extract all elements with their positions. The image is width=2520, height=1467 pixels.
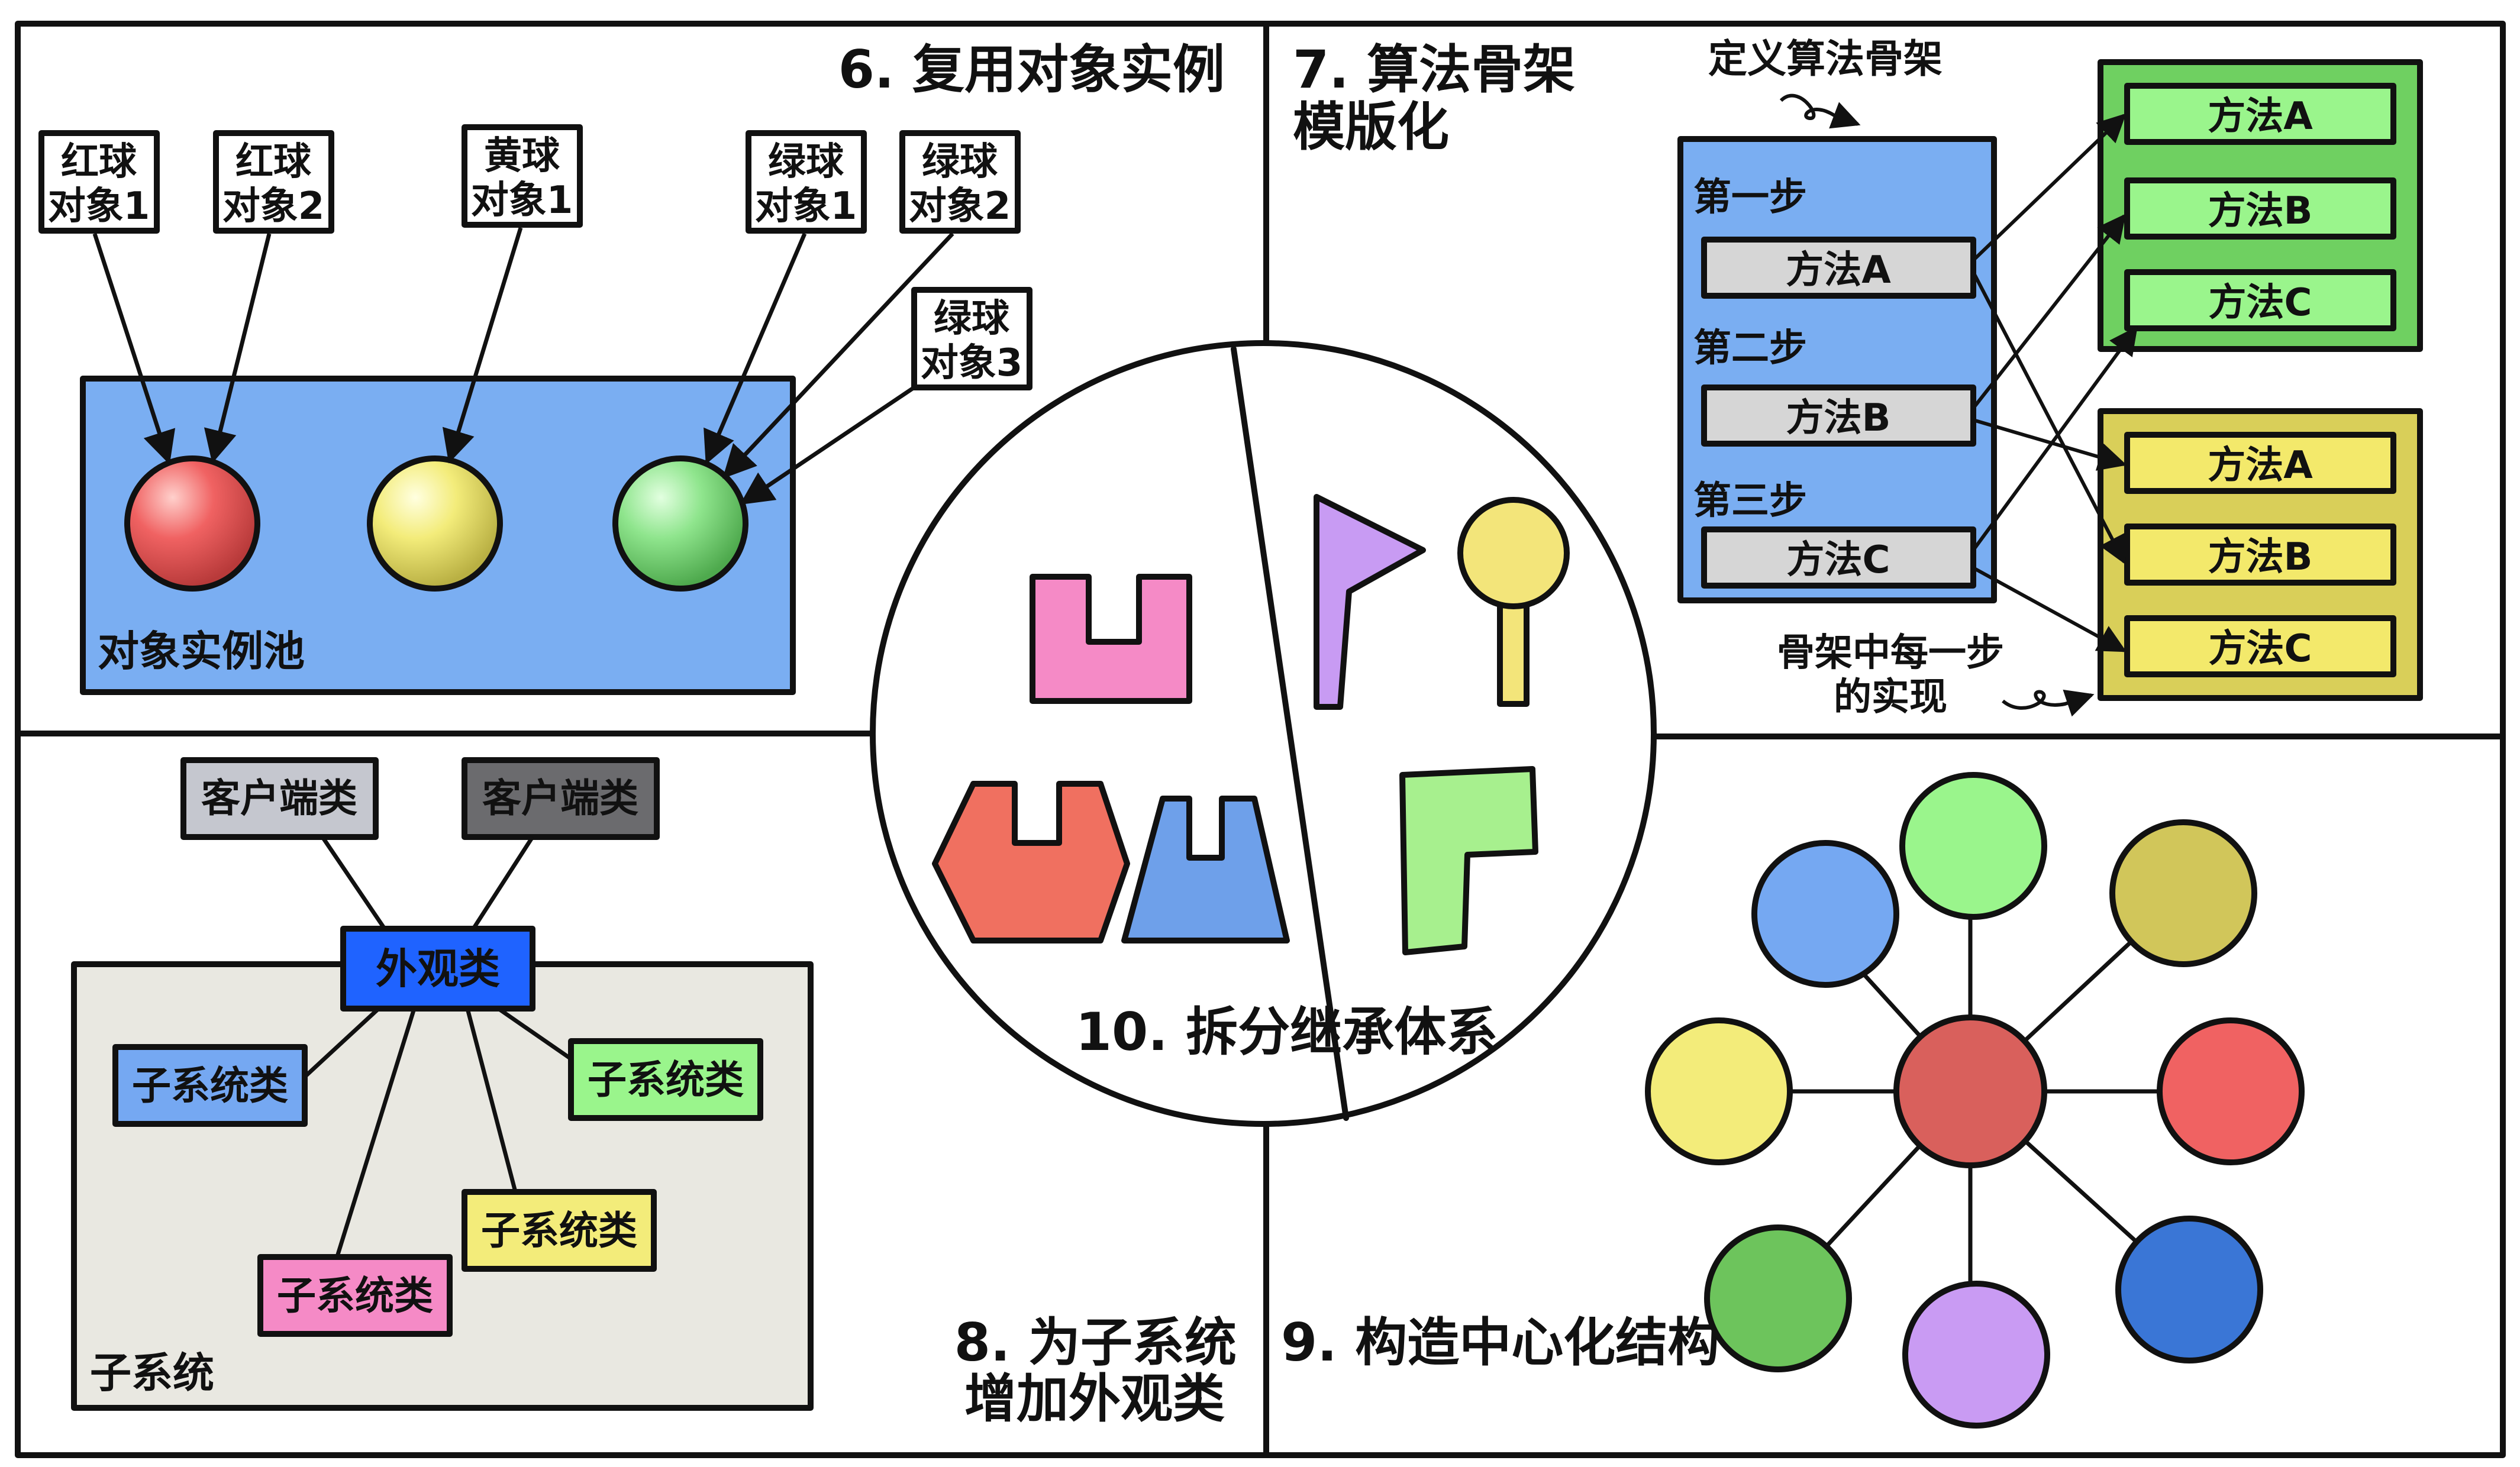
subsystem-class-blue-box xyxy=(112,1044,308,1127)
step1-label: 第一步 xyxy=(1693,176,1807,219)
step3-method: 方法C xyxy=(1787,538,1890,582)
impl1-method-a-box xyxy=(2124,83,2396,145)
label-yellow-ball-1: 黄球 对象1 xyxy=(462,124,583,228)
impl2-method-b-box xyxy=(2124,524,2396,586)
label-green-ball-3-line1: 绿球 xyxy=(934,297,1010,341)
subsystem-class-pink: 子系统类 xyxy=(277,1273,433,1319)
mediator-node-darkblue xyxy=(2115,1216,2263,1363)
impl-label-swirl xyxy=(2002,689,2095,717)
step3-label: 第三步 xyxy=(1693,479,1807,523)
mediator-node-red xyxy=(2157,1017,2305,1165)
split-line xyxy=(1231,346,1349,1121)
subsystem-area xyxy=(71,961,814,1411)
step3-method-box xyxy=(1701,526,1976,589)
impl2-method-a-box xyxy=(2124,432,2396,494)
panel7-title-line2: 模版化 xyxy=(1293,96,1449,157)
mediator-node-yellow xyxy=(1645,1017,1793,1165)
skeleton-box xyxy=(1677,136,1997,603)
step1-method: 方法A xyxy=(1786,248,1891,292)
green-l-shape xyxy=(1399,766,1538,955)
step1-method-box xyxy=(1701,237,1976,299)
facade-class-box xyxy=(340,926,535,1012)
mediator-center-node xyxy=(1893,1014,2047,1168)
define-skeleton-label: 定义算法骨架 xyxy=(1708,36,1943,82)
pink-u-outline xyxy=(1030,574,1192,704)
label-green-ball-1-line1: 绿球 xyxy=(768,140,844,184)
impl-label-line2: 的实现 xyxy=(1834,676,1947,719)
pool-label: 对象实例池 xyxy=(98,627,305,676)
panel10-title: 10. 拆分继承体系 xyxy=(1076,1001,1499,1062)
client-class-2-box xyxy=(462,757,660,840)
impl1-method-a: 方法A xyxy=(2208,95,2313,138)
label-green-ball-3-line2: 对象3 xyxy=(921,341,1023,385)
subsystem-class-yellow-box xyxy=(462,1189,657,1272)
step2-label: 第二步 xyxy=(1693,327,1807,370)
client-class-1: 客户端类 xyxy=(201,775,357,821)
blue-trapezoid-u-shape xyxy=(1121,796,1290,943)
label-red-ball-2: 红球 对象2 xyxy=(213,130,334,234)
label-red-ball-1: 红球 对象1 xyxy=(38,130,160,234)
subsystem-class-pink-box xyxy=(257,1254,453,1337)
impl1-method-b: 方法B xyxy=(2208,189,2313,233)
panel8-title-line1: 8. 为子系统 xyxy=(954,1312,1237,1373)
facade-class: 外观类 xyxy=(376,945,500,993)
mediator-node-darkgreen xyxy=(1704,1224,1852,1372)
label-green-ball-1-line2: 对象1 xyxy=(755,185,857,228)
subsystem-class-green-box xyxy=(568,1038,763,1121)
label-yellow-ball-1-line2: 对象1 xyxy=(471,179,573,222)
label-green-ball-2: 绿球 对象2 xyxy=(899,130,1021,234)
pool-arrows xyxy=(92,227,954,505)
impl2-method-a: 方法A xyxy=(2208,444,2313,487)
subsystem-class-blue: 子系统类 xyxy=(132,1063,288,1109)
subsystem-class-yellow: 子系统类 xyxy=(481,1208,637,1253)
mediator-node-green xyxy=(1899,772,2047,920)
label-red-ball-2-line1: 红球 xyxy=(235,140,312,184)
label-red-ball-1-line1: 红球 xyxy=(61,140,137,184)
purple-flag-shape xyxy=(1314,494,1426,710)
panel9-title: 9. 构造中心化结构 xyxy=(1281,1312,1719,1373)
client-class-1-box xyxy=(180,757,379,840)
step2-method: 方法B xyxy=(1786,396,1891,440)
subsystem-label: 子系统 xyxy=(90,1349,214,1397)
label-yellow-ball-1-line1: 黄球 xyxy=(484,134,560,178)
yellow-ball xyxy=(367,455,503,592)
impl2-method-c: 方法C xyxy=(2209,627,2312,671)
template-arrows xyxy=(1972,113,2138,652)
red-hexagon-u-shape xyxy=(932,781,1130,943)
facade-lines xyxy=(300,836,572,1267)
impl2-method-b: 方法B xyxy=(2208,535,2313,579)
impl-label-line1: 骨架中每一步 xyxy=(1777,631,2004,675)
mediator-node-blue xyxy=(1751,840,1899,988)
impl2-method-c-box xyxy=(2124,615,2396,677)
mediator-node-olive xyxy=(2109,819,2257,967)
label-green-ball-3: 绿球 对象3 xyxy=(911,287,1032,390)
label-green-ball-1: 绿球 对象1 xyxy=(746,130,867,234)
panel6-title: 6. 复用对象实例 xyxy=(838,39,1225,100)
mediator-node-purple xyxy=(1902,1281,2050,1429)
label-red-ball-2-line2: 对象2 xyxy=(222,185,325,228)
label-green-ball-2-line1: 绿球 xyxy=(922,140,998,184)
impl1-method-c-box xyxy=(2124,269,2396,331)
define-skeleton-swirl xyxy=(1779,93,1861,129)
panel7-title-line1: 7. 算法骨架 xyxy=(1293,39,1575,100)
subsystem-class-green: 子系统类 xyxy=(588,1057,744,1103)
step2-method-box xyxy=(1701,384,1976,447)
label-green-ball-2-line2: 对象2 xyxy=(909,185,1011,228)
impl1-method-b-box xyxy=(2124,177,2396,240)
yellow-key-shape xyxy=(1457,497,1570,707)
panel8-title-line2: 增加外观类 xyxy=(964,1368,1225,1429)
red-ball xyxy=(124,455,260,592)
green-ball xyxy=(612,455,748,592)
client-class-2: 客户端类 xyxy=(482,775,638,821)
label-red-ball-1-line2: 对象1 xyxy=(48,185,150,228)
impl1-method-c: 方法C xyxy=(2209,281,2312,325)
